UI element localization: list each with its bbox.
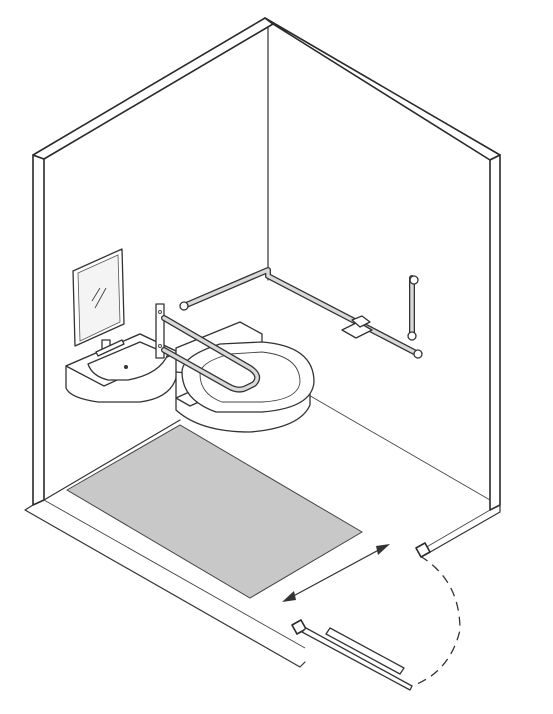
wall-right [489,154,501,511]
rail-plate-screw-2 [158,344,162,348]
toilet [175,321,315,433]
l-rail-end-cap-left [179,301,189,311]
dimension-line [285,545,387,601]
rail-wall-plate [155,303,165,359]
washbasin-drain [124,365,128,369]
toilet-roll-holder-plate [351,315,371,328]
mirror [72,248,125,347]
mirror-reflection-2 [91,287,101,302]
drop-down-grab-rail [161,315,261,393]
rail-plate-screw-1 [158,310,162,314]
l-shaped-grab-rail [179,267,423,359]
transfer-space [66,424,363,599]
floor-front-left-inner [43,499,306,649]
mirror-glass [77,254,121,342]
floor-front-left-edge [24,504,306,668]
l-rail-end-cap-right [413,349,423,359]
toilet-roll-holder [341,315,373,339]
door-leaf [301,627,413,691]
vertical-rail-cap-top [409,275,419,285]
floor-front-right-edge [417,504,501,556]
toilet-roll-holder-body [341,321,373,339]
mirror-reflection-1 [94,287,107,309]
wall-cap-left [32,17,274,160]
walls [24,17,501,668]
washbasin-basin [87,341,169,381]
door-jamb-right [415,542,431,558]
door [301,555,461,691]
door-clear-width-dimension [282,544,390,602]
floor-front-right-inner [417,509,491,553]
wall-cap-right [264,17,501,161]
washbasin-tap-lever [95,339,125,357]
vertical-rail-cap-bottom [407,331,417,341]
door-swing [411,555,461,687]
vertical-grab-rail [407,275,419,341]
floor-line-left [43,419,181,501]
l-shaped-grab-rail-tube [182,268,420,356]
floor-line-back [299,389,491,501]
wall-left [32,154,45,506]
drop-down-grab-rail-tube [162,316,259,392]
drop-down-rail-mount [155,303,165,359]
door-pull-handle [325,627,405,675]
toilet-seat-inner [199,351,301,403]
dimension-arrow-right [376,544,390,555]
dimension-arrow-left [282,591,296,602]
